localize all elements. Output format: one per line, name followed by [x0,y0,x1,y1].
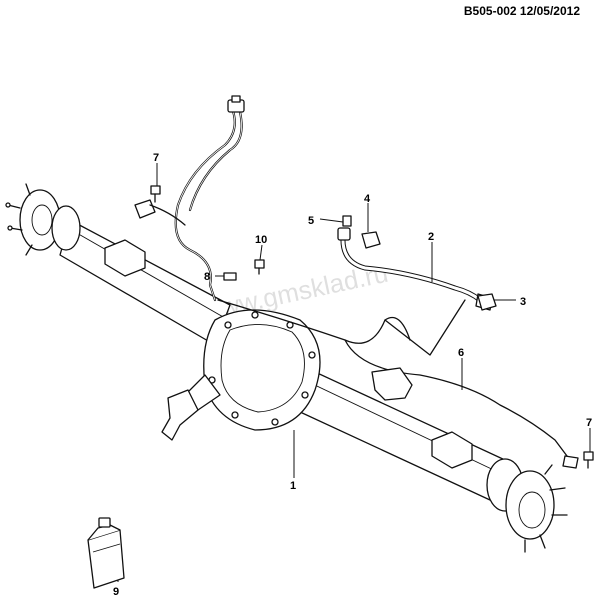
bracket-4 [361,231,381,249]
right-wheel-hub [486,458,568,553]
callout-2: 2 [428,231,434,243]
callout-9: 9 [113,586,119,598]
oil-bottle-icon [87,517,125,589]
bolt-7-right [583,451,594,461]
wiring-harness [134,95,245,302]
callout-4: 4 [364,193,371,205]
callout-6: 6 [458,347,464,359]
fasteners [150,185,594,469]
clip-3 [477,293,497,311]
brake-hose [337,227,493,311]
callout-1: 1 [290,480,296,492]
callout-5: 5 [308,215,314,227]
screw-8 [223,272,237,281]
washer-5 [342,215,352,227]
leader-lines [117,163,591,582]
bolt-7-top [150,185,161,195]
callout-7-right: 7 [586,417,592,429]
callout-3: 3 [520,296,526,308]
callout-10: 10 [255,234,267,246]
callout-8: 8 [204,271,210,283]
callout-7-top: 7 [153,152,159,164]
bolt-10 [254,259,265,269]
callout-labels: 1 2 3 4 5 6 7 7 8 9 10 [113,152,592,598]
brake-pipe [217,299,571,461]
diagram-code-date: B505-002 12/05/2012 [463,4,580,18]
left-wheel-hub [5,183,81,256]
axle-housing [59,219,506,501]
